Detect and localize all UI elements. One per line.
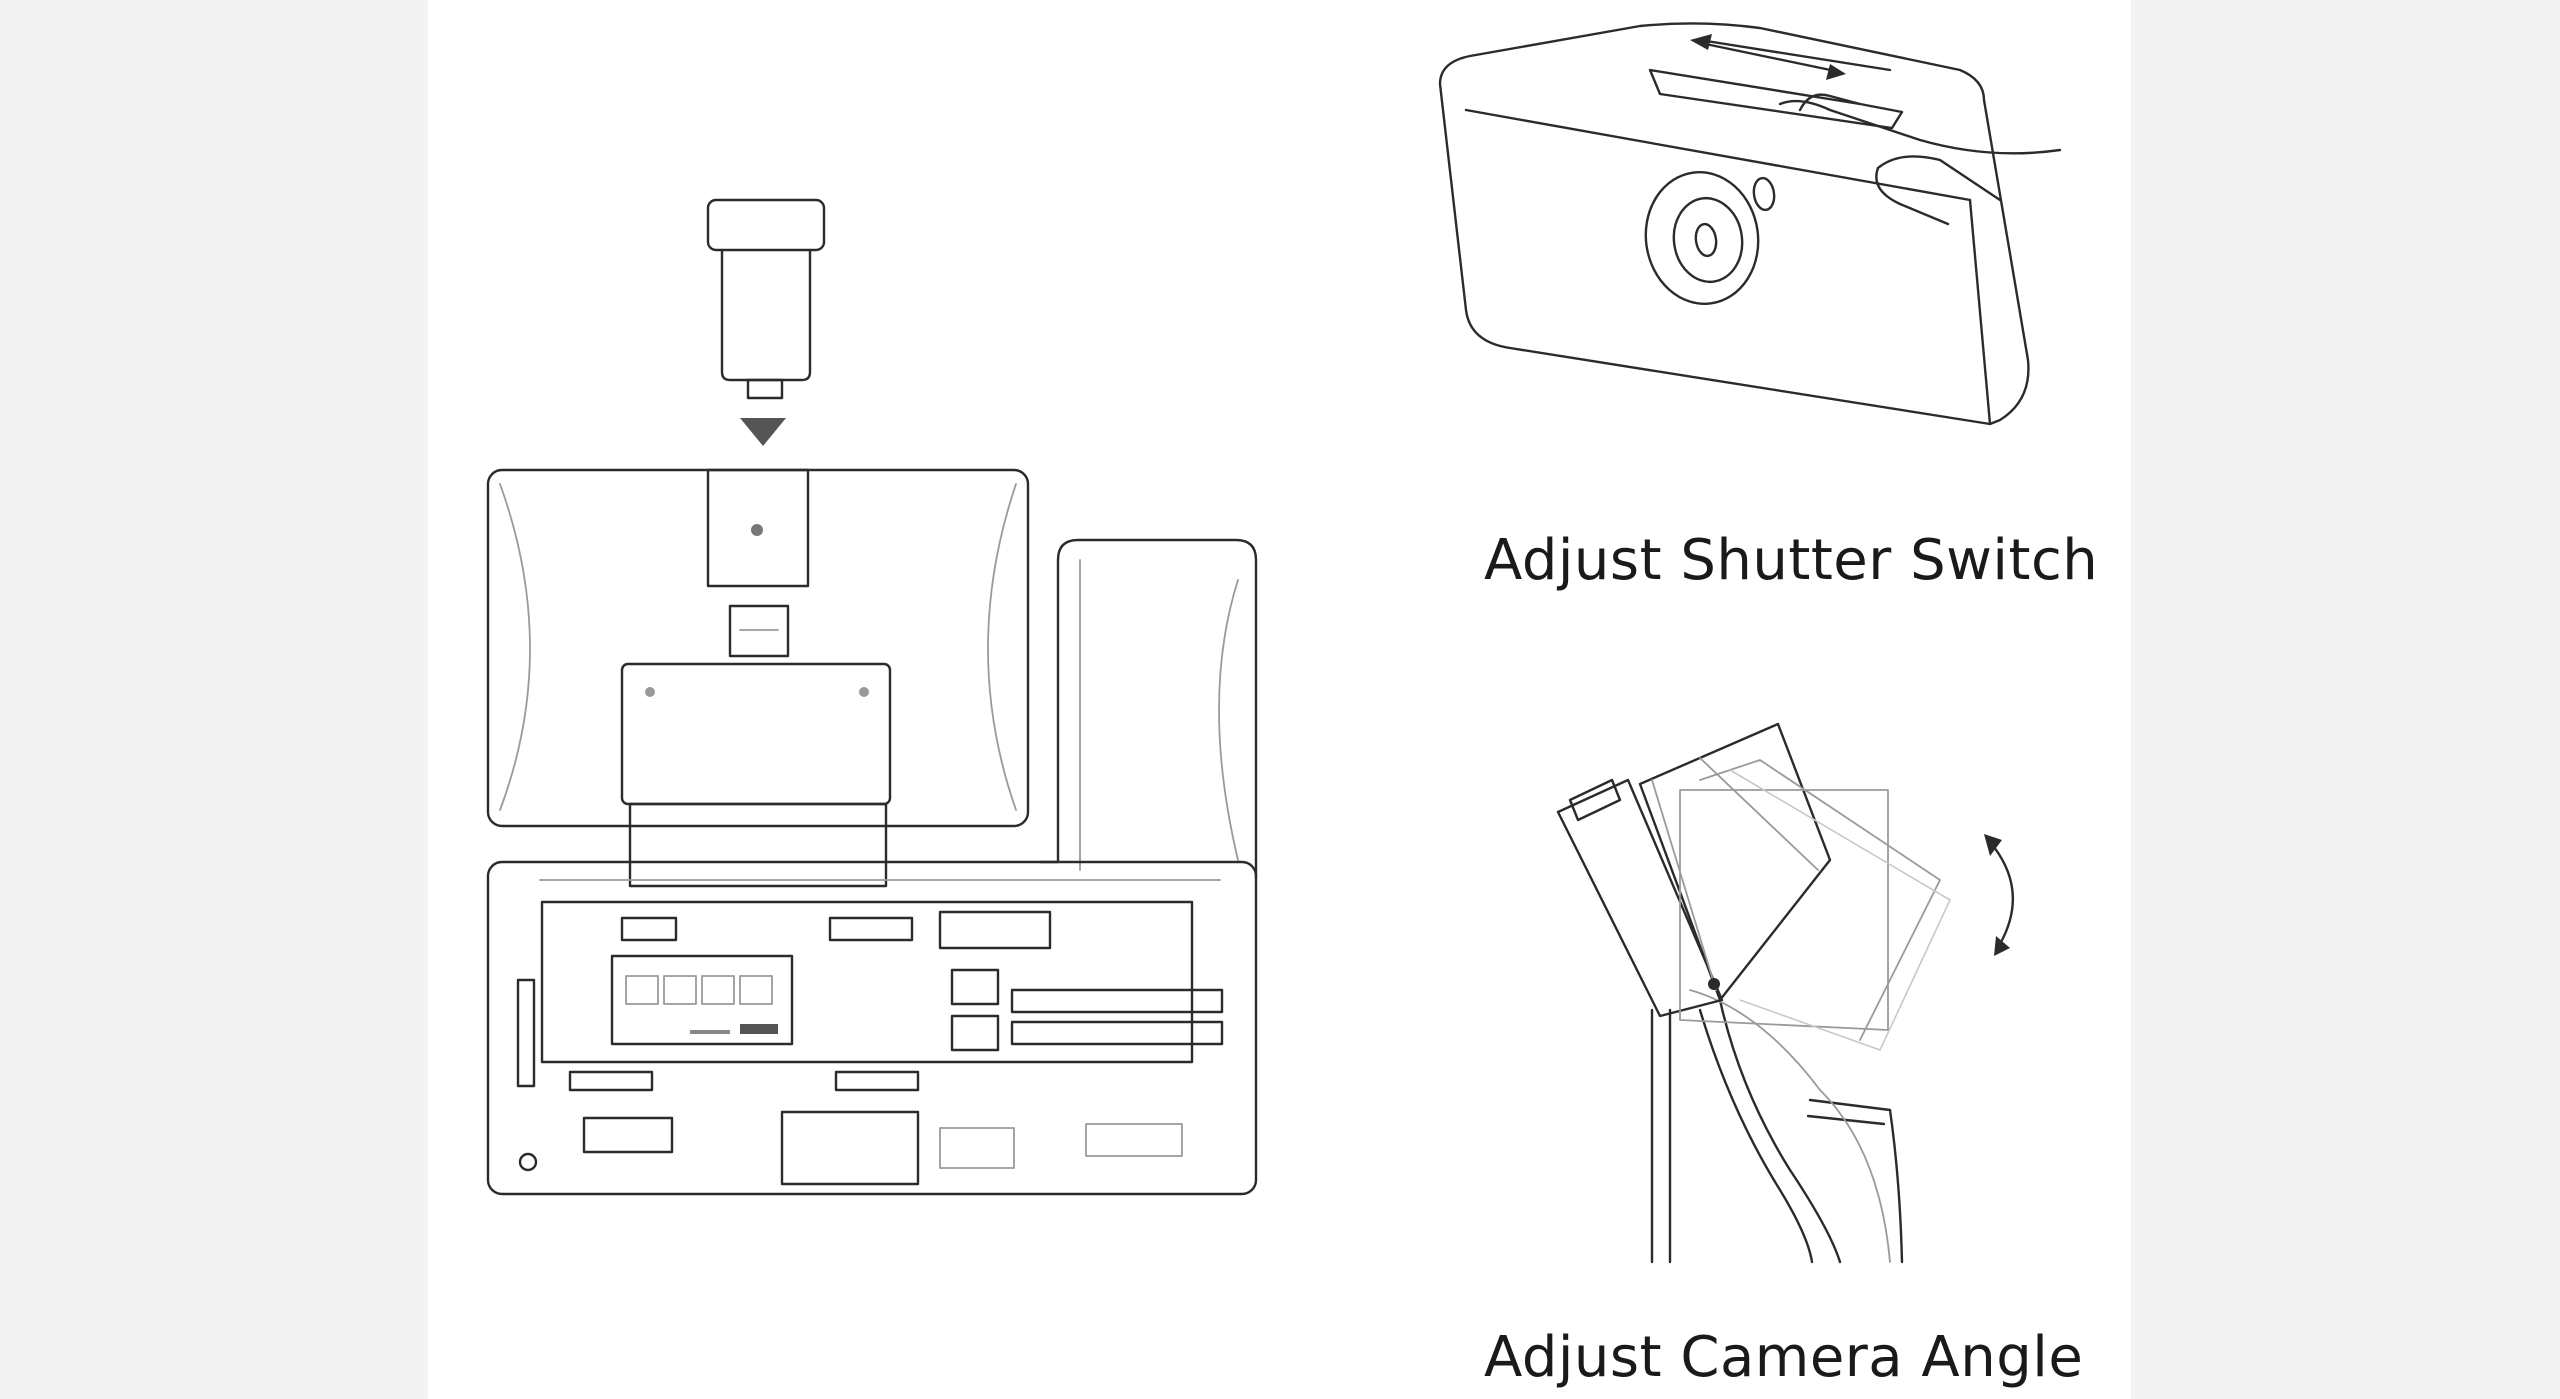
phone-handset xyxy=(1038,538,1258,880)
caption-adjust-camera-angle: Adjust Camera Angle xyxy=(1484,1325,2084,1390)
manual-page xyxy=(428,0,2131,1399)
caption-adjust-shutter-switch: Adjust Shutter Switch xyxy=(1484,528,2099,593)
phone-base xyxy=(486,860,1258,1196)
phone-screen-back xyxy=(486,468,1030,888)
camera-module-illustration xyxy=(706,198,826,446)
camera-angle-illustration xyxy=(1556,722,2015,1264)
shutter-switch-illustration xyxy=(1438,22,2062,426)
